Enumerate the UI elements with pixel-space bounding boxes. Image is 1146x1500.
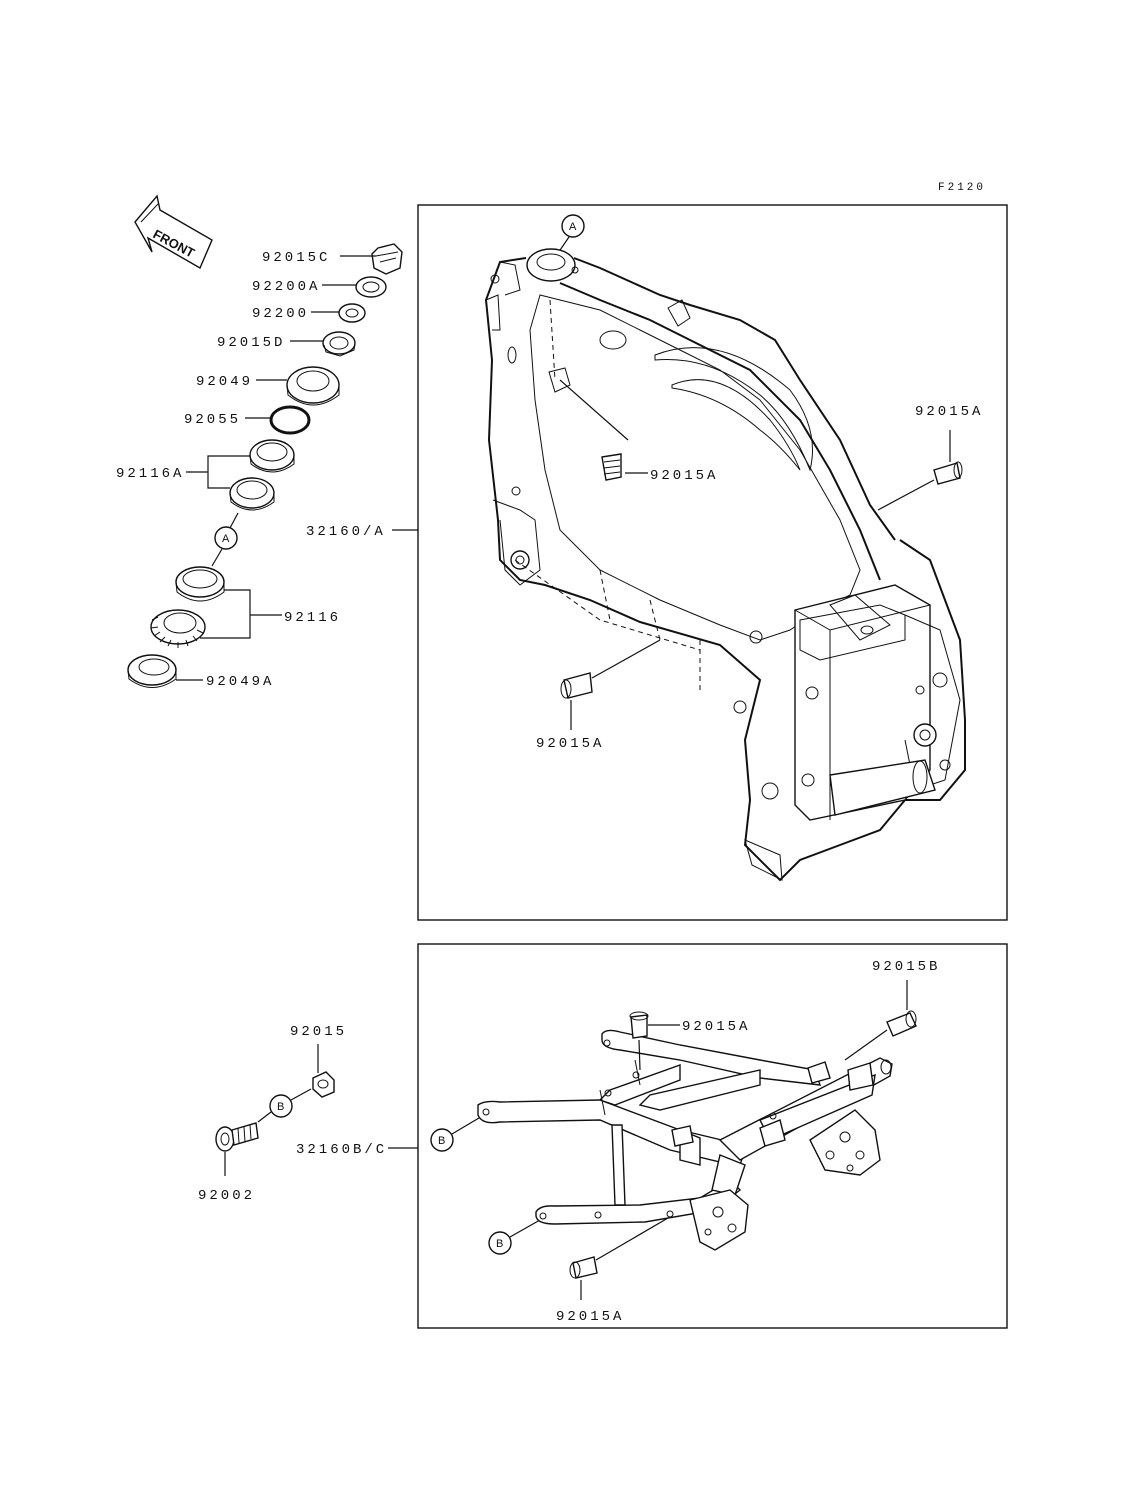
callout-b-upper-text: B <box>438 1135 445 1147</box>
bearing-race-upper-b <box>229 477 275 511</box>
label-92049: 92049 <box>196 374 253 390</box>
figure-code: F2120 <box>938 182 986 194</box>
tapered-roller-bearing <box>150 609 206 648</box>
label-92002: 92002 <box>198 1188 255 1204</box>
bushing-92015a-sub-bottom <box>569 1256 598 1279</box>
label-92055: 92055 <box>184 412 241 428</box>
callout-b-left <box>269 1094 293 1118</box>
callout-a-frame-text: A <box>569 221 577 233</box>
callout-b-lower-text: B <box>496 1238 503 1250</box>
o-ring-92055 <box>269 405 311 435</box>
label-92200: 92200 <box>252 306 309 322</box>
seal-92049 <box>286 366 340 406</box>
bearing-race-lower <box>175 566 225 602</box>
front-arrow-icon: FRONT <box>134 194 213 270</box>
label-92015a-frame-1: 92015A <box>650 468 718 484</box>
label-92015d: 92015D <box>217 335 285 351</box>
subframe-box <box>417 943 1008 1329</box>
bearing-race-upper-a <box>249 439 295 473</box>
label-92015b: 92015B <box>872 959 940 975</box>
label-92015a-frame-2: 92015A <box>915 404 983 420</box>
bushing-92015a-1 <box>601 453 622 481</box>
label-92015c: 92015C <box>262 250 330 266</box>
callout-a-frame <box>561 214 585 238</box>
label-92015: 92015 <box>290 1024 347 1040</box>
bushing-92015a-3 <box>560 672 593 699</box>
label-92049a: 92049A <box>206 674 274 690</box>
steering-stem-nut <box>371 243 403 275</box>
label-92015a-sub-top: 92015A <box>682 1019 750 1035</box>
bushing-92015b <box>886 1010 917 1037</box>
bushing-92015a-sub-top <box>629 1011 649 1039</box>
label-92200a: 92200A <box>252 279 320 295</box>
label-32160-a: 32160/A <box>306 524 386 540</box>
label-92116a: 92116A <box>116 466 184 482</box>
main-frame-drawing <box>484 248 966 882</box>
subframe-drawing <box>477 1029 893 1251</box>
nut-92015 <box>312 1071 335 1098</box>
callout-b-left-text: B <box>277 1101 284 1113</box>
callout-a-left-text: A <box>222 533 230 545</box>
washer-92200a <box>355 276 387 298</box>
callout-b-lower <box>488 1231 512 1255</box>
seal-92049a <box>127 654 177 688</box>
callout-a-left <box>214 526 238 550</box>
label-92116: 92116 <box>284 610 341 626</box>
main-frame-box <box>417 204 1008 921</box>
label-92015a-sub-bottom: 92015A <box>556 1309 624 1325</box>
stem-locknut <box>322 331 356 357</box>
washer-92200 <box>338 303 366 323</box>
bushing-92015a-2 <box>933 461 963 485</box>
callout-b-upper <box>430 1128 454 1152</box>
label-92015a-frame-3: 92015A <box>536 736 604 752</box>
bolt-92002 <box>215 1122 259 1152</box>
label-32160-b-c: 32160B/C <box>296 1142 387 1158</box>
